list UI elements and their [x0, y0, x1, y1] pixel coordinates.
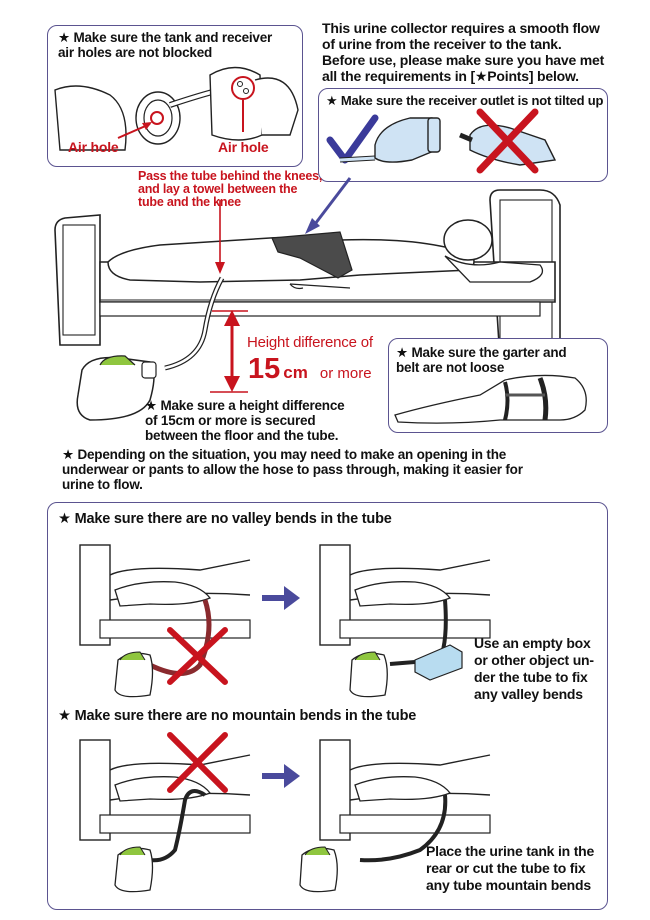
- garter-title: ★ Make sure the garter and belt are not …: [396, 345, 567, 375]
- height-note: ★ Make sure a height difference of 15cm …: [145, 398, 345, 443]
- mountain-fix-text: Place the urine tank in the rear or cut …: [426, 843, 595, 893]
- air-hole-label-receiver: Air hole: [68, 139, 119, 155]
- height-number: 15: [248, 353, 281, 385]
- intro-text: This urine collector requires a smooth f…: [322, 20, 605, 84]
- air-hole-label-tank: Air hole: [218, 139, 269, 155]
- height-label: Height difference of: [247, 334, 373, 351]
- air-hole-title: ★ Make sure the tank and receiver air ho…: [58, 30, 273, 60]
- height-suffix: or more: [319, 365, 372, 382]
- knee-note: Pass the tube behind the knees, and lay …: [138, 169, 323, 209]
- receiver-outlet-title: ★ Make sure the receiver outlet is not t…: [326, 93, 604, 108]
- mountain-title: ★ Make sure there are no mountain bends …: [58, 708, 417, 724]
- valley-title: ★ Make sure there are no valley bends in…: [58, 511, 392, 527]
- opening-note: ★ Depending on the situation, you may ne…: [62, 447, 523, 492]
- height-unit: cm: [283, 363, 308, 382]
- valley-fix-text: Use an empty box or other object un- der…: [474, 635, 594, 702]
